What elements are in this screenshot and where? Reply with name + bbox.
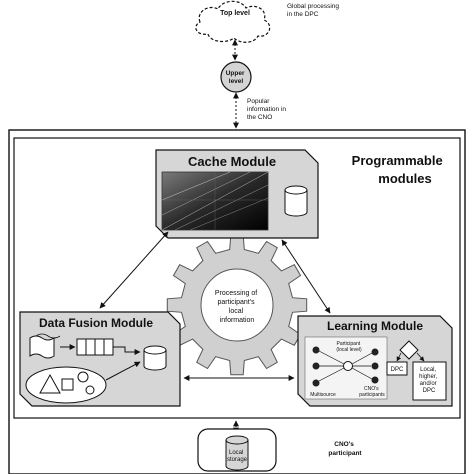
local-higher-dpc-label: Local, higher, and/or DPC [419, 367, 439, 394]
data-fusion-module-title: Data Fusion Module [39, 316, 153, 330]
cache-module: Cache Module [155, 149, 319, 239]
popular-info-note: Popular information in the CNO [247, 98, 288, 121]
cno-participant-label: CNO's participant [328, 441, 362, 457]
queue-icon [76, 338, 114, 356]
learning-module-title: Learning Module [327, 319, 423, 333]
gear-processing-text: Processing of participant's local inform… [215, 290, 259, 324]
data-fusion-module: Data Fusion Module [19, 311, 181, 407]
cache-data-image [161, 171, 269, 231]
programmable-modules-title: Programmable modules [352, 153, 447, 186]
upper-level-node: Upper level [220, 61, 252, 93]
dpc-label: DPC [391, 367, 404, 373]
top-level-label: Top level [220, 10, 250, 17]
cache-datafusion-arrow [99, 231, 169, 309]
local-storage-label: Local storage [227, 450, 248, 463]
svg-text:Upper level: Upper level [226, 70, 247, 85]
participant-local-label: Participant (local level) [336, 341, 362, 353]
multisource-label: Multisource [310, 392, 336, 398]
cache-module-title: Cache Module [188, 154, 276, 169]
database-icon [143, 345, 167, 371]
document-stack-icon [29, 333, 61, 359]
shapes-set-icon [25, 366, 107, 404]
local-storage: Local storage [197, 428, 277, 472]
cno-participants-label: CNO's participants [359, 386, 385, 398]
gear-processing: Processing of participant's local inform… [166, 234, 308, 376]
database-icon [284, 185, 308, 217]
cache-learning-arrow [281, 239, 331, 314]
database-icon [225, 435, 249, 471]
learning-module: Learning Module Participant (local level… [297, 315, 453, 407]
decision-flowchart: DPC Local, higher, and/or DPC [386, 340, 447, 401]
network-diagram: Participant (local level) Multisource CN… [304, 336, 388, 400]
global-processing-note: Global processing in the DPC [287, 3, 341, 18]
top-level-cloud: Top level [195, 0, 271, 43]
